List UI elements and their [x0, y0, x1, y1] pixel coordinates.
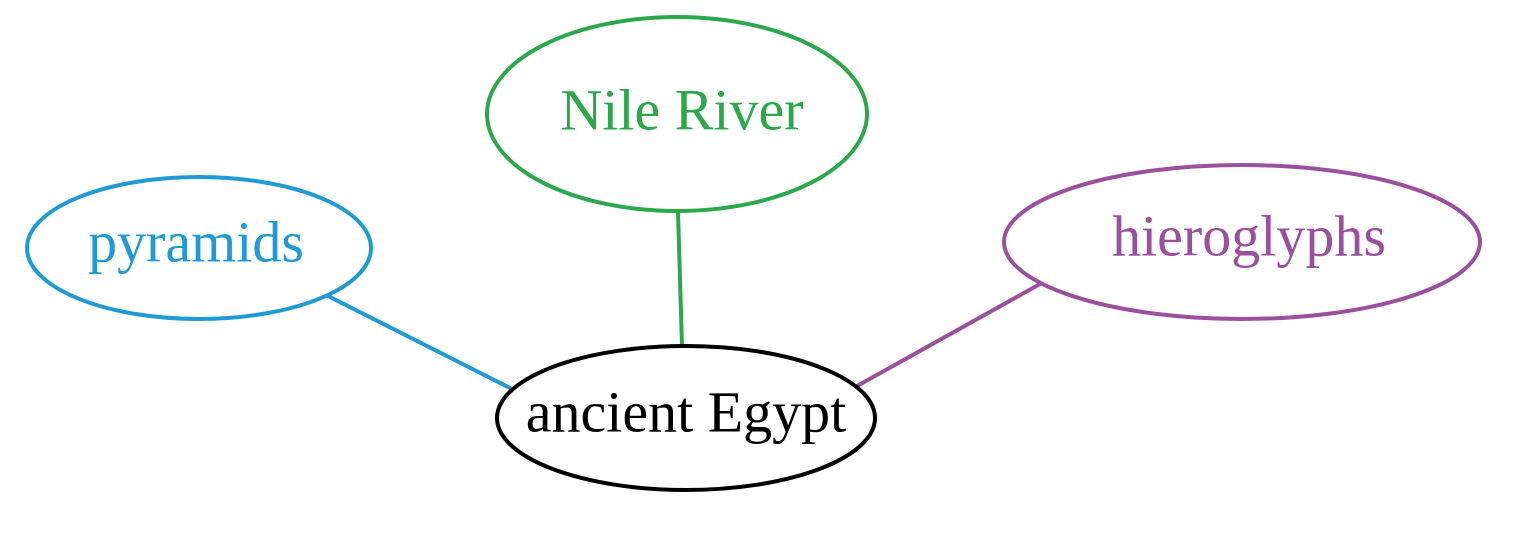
node-ancient-egypt: ancient Egypt — [495, 344, 877, 492]
node-ancient-egypt-ellipse — [495, 344, 877, 492]
node-ancient-egypt-label: ancient Egypt — [526, 379, 847, 444]
connector-pyramids — [327, 294, 513, 391]
node-pyramids-label: pyramids — [88, 209, 304, 274]
node-pyramids-ellipse — [25, 175, 373, 321]
connector-hieroglyphs — [856, 282, 1041, 388]
node-nile-river: Nile River — [485, 15, 869, 213]
connector-nile — [676, 211, 684, 347]
node-nile-river-label: Nile River — [560, 77, 803, 142]
node-hieroglyphs-ellipse — [1002, 163, 1482, 321]
node-nile-river-ellipse — [485, 15, 869, 213]
node-hieroglyphs-label: hieroglyphs — [1112, 203, 1386, 268]
node-hieroglyphs: hieroglyphs — [1002, 163, 1482, 321]
node-pyramids: pyramids — [25, 175, 373, 321]
